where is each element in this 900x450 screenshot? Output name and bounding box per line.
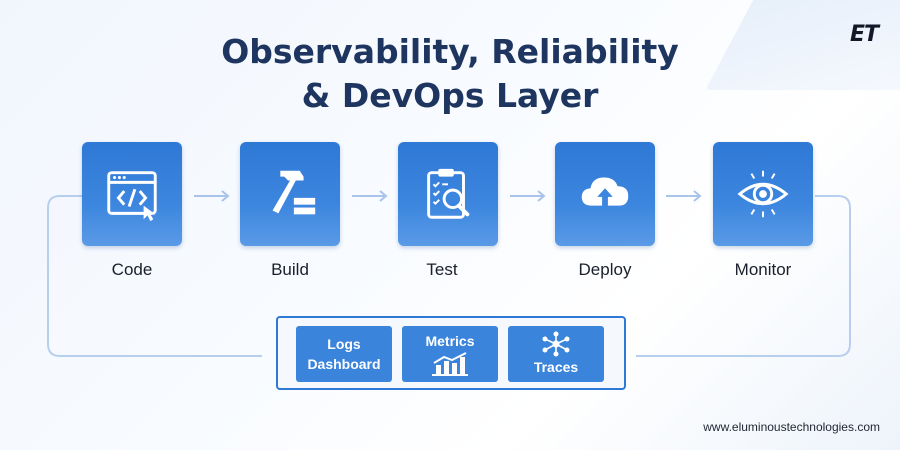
tile-dashboard-label: Dashboard — [307, 356, 381, 372]
clipboard-search-icon — [427, 168, 470, 219]
page-title-line-2: & DevOps Layer — [301, 76, 599, 115]
step-test — [398, 142, 498, 246]
flow-arrow — [194, 190, 230, 202]
hammer-icon — [272, 170, 316, 215]
bar-chart-icon — [432, 352, 468, 376]
step-label-monitor: Monitor — [734, 260, 792, 279]
observability-panel: Logs Dashboard Metrics T — [276, 316, 626, 390]
flow-arrow — [352, 190, 388, 202]
tile-traces-label: Traces — [533, 359, 579, 375]
tile-logs-label: Logs — [327, 336, 361, 352]
eye-icon — [737, 170, 789, 218]
step-label-build: Build — [271, 260, 309, 279]
step-monitor — [713, 142, 813, 246]
flow-arrow — [666, 190, 702, 202]
brand-logo: ET — [849, 22, 879, 47]
step-deploy — [555, 142, 655, 246]
step-build — [240, 142, 340, 246]
code-window-icon — [107, 171, 157, 222]
step-label-code: Code — [111, 260, 153, 279]
step-label-deploy: Deploy — [578, 260, 632, 279]
page-title-line-1: Observability, Reliability — [221, 32, 679, 71]
step-code — [82, 142, 182, 246]
cloud-upload-icon — [581, 177, 629, 208]
feedback-loop-right — [636, 195, 851, 357]
network-nodes-icon — [542, 331, 570, 357]
tile-logs-dashboard: Logs Dashboard — [296, 326, 392, 382]
tile-traces: Traces — [508, 326, 604, 382]
tile-metrics-label: Metrics — [425, 333, 475, 349]
step-label-test: Test — [426, 260, 458, 279]
flow-arrow — [510, 190, 546, 202]
feedback-loop-left — [47, 195, 262, 357]
website-url[interactable]: www.eluminoustechnologies.com — [703, 420, 880, 434]
tile-metrics: Metrics — [402, 326, 498, 382]
